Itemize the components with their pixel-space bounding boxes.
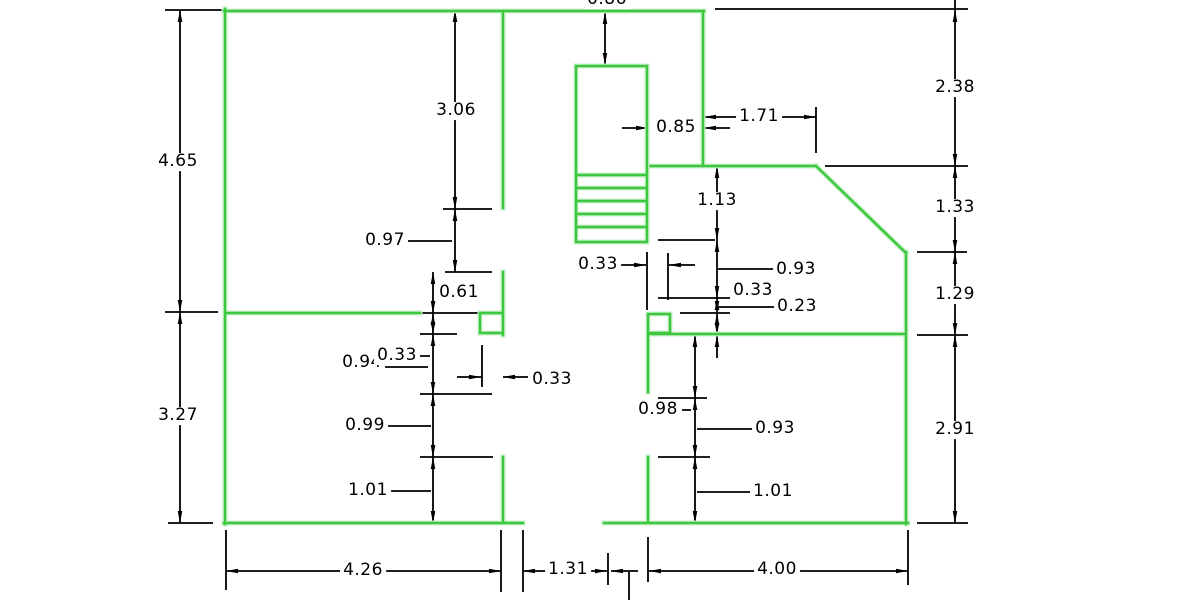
dim-label: 3.06 [433,101,479,120]
dim-label: 0.86 [584,0,630,9]
dim-label: 4.00 [754,560,800,579]
dim-label: 0.93 [773,260,819,279]
dim-label: 4.26 [340,561,386,580]
dim-label: 0.33 [529,370,575,389]
dim-label: 1.01 [750,482,796,501]
dimension-lines [177,10,958,574]
dim-label: 1.31 [545,560,591,579]
dim-label: 0.33 [575,255,621,274]
dim-label: 1.33 [932,198,978,217]
dim-label: 0.33 [730,281,776,300]
dim-label: 0.93 [752,419,798,438]
staircase [576,66,647,242]
dim-label: 0.23 [774,297,820,316]
dim-label: 0.94 [339,353,385,372]
dim-label: 0.97 [362,231,408,250]
dim-label: 2.38 [932,78,978,97]
dim-label: 4.65 [155,152,201,171]
dim-label: 3.27 [155,406,201,425]
dim-label: 1.01 [345,481,391,500]
dim-label: 2.91 [932,420,978,439]
dim-label: 0.98 [635,400,681,419]
dimension-extension-lines [165,0,968,600]
dim-label: 0.85 [653,118,699,137]
dim-label: 1.13 [694,191,740,210]
dim-label: 1.29 [932,285,978,304]
dim-label: 0.61 [436,283,482,302]
dim-label: 1.71 [736,107,782,126]
dim-label: 0.33 [374,346,420,365]
dim-label: 0.99 [342,416,388,435]
